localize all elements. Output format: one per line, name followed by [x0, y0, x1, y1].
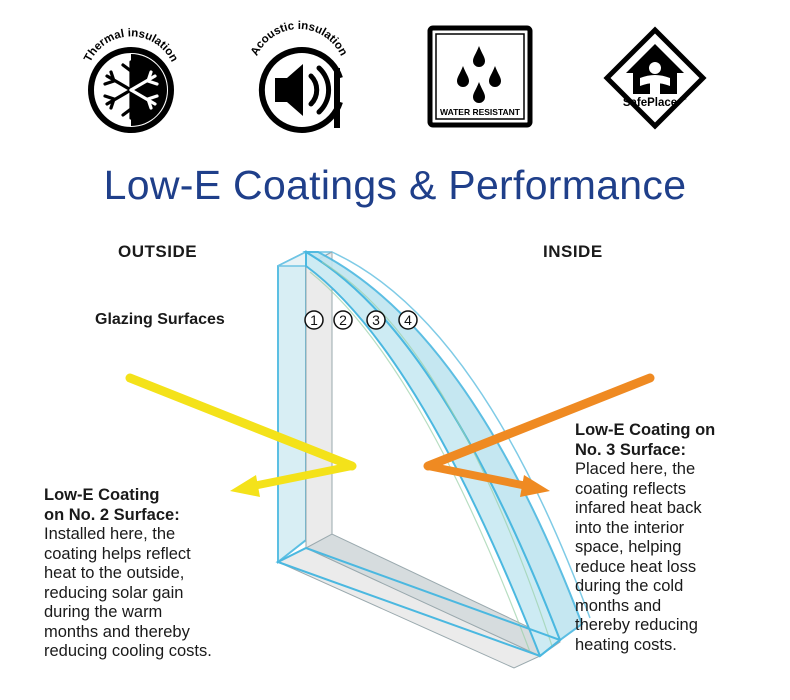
left-caption-line: months and thereby	[44, 622, 190, 641]
snowflake-sun-icon: Thermal insulation	[82, 27, 180, 133]
right-caption-heading-1: Low-E Coating on	[575, 421, 716, 439]
water-resistant-badge: WATER RESISTANT	[425, 20, 535, 135]
left-caption-line: during the warm	[44, 603, 163, 621]
thermal-insulation-badge: Thermal insulation	[75, 20, 185, 135]
left-caption-line: coating helps reflect	[44, 544, 191, 563]
left-caption-line: heat to the outside,	[44, 564, 185, 582]
right-caption-line: Placed here, the	[575, 460, 696, 478]
right-caption-line: reduce heat loss	[575, 557, 697, 576]
right-caption-heading-2: No. 3 Surface:	[575, 440, 686, 459]
left-caption-line: reducing cooling costs.	[44, 642, 212, 660]
right-caption: Low-E Coating on No. 3 Surface: Placed h…	[575, 421, 715, 655]
surface-marker-3	[366, 310, 386, 330]
surface-label-1: 1	[310, 312, 318, 328]
right-caption-line: during the cold	[575, 577, 684, 595]
water-drops-icon: WATER RESISTANT	[427, 25, 533, 128]
acoustic-insulation-badge: Acoustic insulation	[245, 20, 355, 135]
surface-label-3: 3	[372, 312, 380, 328]
outside-label: OUTSIDE	[118, 242, 198, 261]
surface-marker-4	[398, 310, 418, 330]
yellow-reflection-arrow	[125, 373, 357, 497]
speaker-icon: Acoustic insulation	[249, 20, 349, 133]
glazing-surfaces-label: Glazing Surfaces	[95, 311, 225, 328]
left-caption-line: Installed here, the	[44, 525, 176, 543]
water-badge-text: WATER RESISTANT	[440, 107, 521, 117]
right-caption-line: coating reflects	[575, 479, 686, 498]
left-caption: Low-E Coating on No. 2 Surface: Installe…	[44, 486, 212, 662]
right-caption-line: infared heat back	[575, 499, 702, 517]
surface-label-4: 4	[404, 312, 412, 328]
right-caption-line: heating costs.	[575, 635, 677, 654]
safeplace-badge: SafePlace TM	[600, 20, 710, 135]
surface-marker-2	[333, 310, 353, 330]
left-caption-heading-2: on No. 2 Surface:	[44, 505, 180, 524]
left-caption-line: reducing solar gain	[44, 583, 184, 602]
safeplace-trademark: TM	[680, 96, 687, 101]
safeplace-house-icon: SafePlace TM	[603, 26, 707, 130]
inside-label: INSIDE	[543, 242, 603, 261]
page-title: Low-E Coatings & Performance	[103, 162, 687, 208]
left-caption-heading-1: Low-E Coating	[44, 486, 160, 504]
right-caption-line: space, helping	[575, 538, 682, 556]
surface-marker-1	[304, 310, 324, 330]
right-caption-line: thereby reducing	[575, 616, 698, 634]
orange-reflection-arrow	[423, 373, 655, 497]
outside-glass-pane	[277, 250, 307, 565]
right-caption-line: into the interior	[575, 518, 685, 537]
surface-label-2: 2	[339, 312, 347, 328]
right-caption-line: months and	[575, 596, 662, 615]
safeplace-badge-text: SafePlace	[623, 97, 677, 109]
